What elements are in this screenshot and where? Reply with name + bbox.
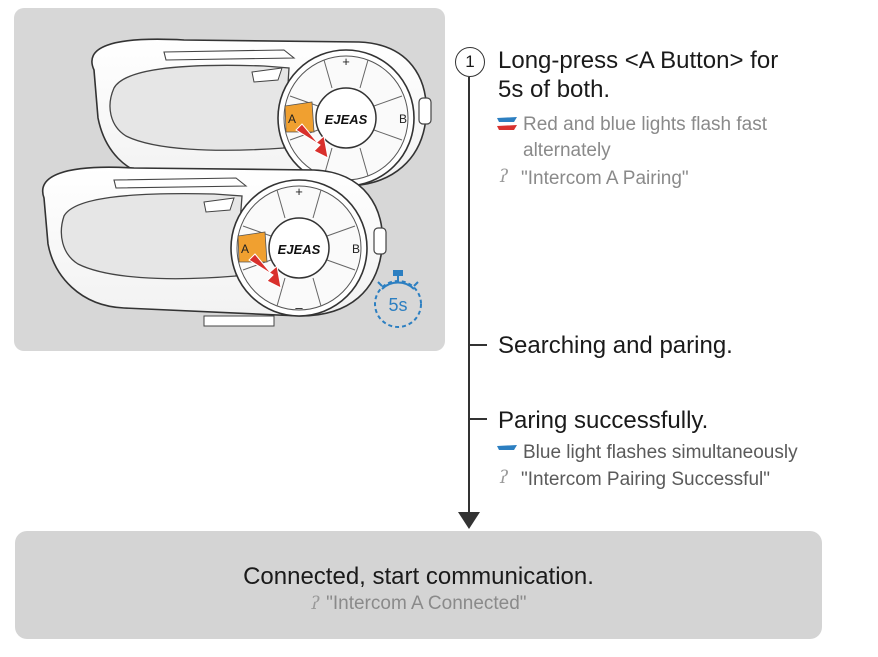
ear-icon: ʔ bbox=[310, 593, 321, 614]
ear-icon: ʔ bbox=[499, 166, 509, 187]
stopwatch-icon bbox=[374, 270, 422, 328]
back-button-b-label: B bbox=[399, 112, 407, 126]
blue-led-icon bbox=[497, 445, 517, 450]
intercom-devices-illustration: + A B EJEAS bbox=[41, 38, 432, 328]
step1-light-line1: Red and blue lights flash fast bbox=[523, 114, 767, 135]
step3-voice-prompt: "Intercom Pairing Successful" bbox=[521, 469, 770, 490]
front-brand-logo: EJEAS bbox=[278, 242, 321, 257]
red-blue-led-icon bbox=[497, 117, 517, 130]
result-title: Connected, start communication. bbox=[243, 563, 594, 590]
step-number-badge: 1 bbox=[455, 47, 485, 77]
front-minus-label: – bbox=[295, 300, 303, 315]
step1-voice-prompt: "Intercom A Pairing" bbox=[521, 168, 689, 189]
result-box: Connected, start communication. ʔ"Interc… bbox=[15, 531, 822, 639]
ear-icon: ʔ bbox=[499, 467, 509, 488]
device-front bbox=[41, 166, 387, 327]
step1-light-line2: alternately bbox=[523, 140, 611, 161]
result-voice-row: ʔ"Intercom A Connected" bbox=[15, 593, 822, 615]
device-illustration-panel: + A B EJEAS bbox=[14, 8, 445, 351]
step2-title: Searching and paring. bbox=[498, 332, 733, 359]
device-back bbox=[91, 38, 432, 187]
step3-light-text: Blue light flashes simultaneously bbox=[523, 442, 798, 463]
front-button-a-label: A bbox=[241, 242, 249, 256]
front-button-b-label: B bbox=[352, 242, 360, 256]
timer-label: 5s bbox=[388, 295, 407, 315]
front-press-arrow-icon bbox=[248, 253, 282, 289]
step1-title-line2: 5s of both. bbox=[498, 76, 611, 103]
back-brand-logo: EJEAS bbox=[325, 112, 368, 127]
step1-title-line1: Long-press <A Button> for bbox=[498, 47, 779, 74]
back-plus-label: + bbox=[342, 54, 350, 69]
result-voice-prompt: "Intercom A Connected" bbox=[326, 593, 527, 614]
back-button-a-label: A bbox=[288, 112, 296, 126]
front-plus-label: + bbox=[295, 184, 303, 199]
step3-title: Paring successfully. bbox=[498, 407, 709, 434]
back-press-arrow-icon bbox=[295, 123, 329, 159]
